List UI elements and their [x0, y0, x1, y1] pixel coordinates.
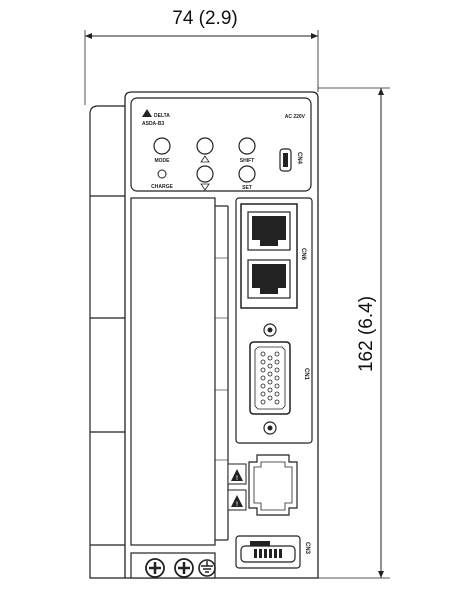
warning-icon [231, 469, 243, 481]
rj45-port-label: CN6 [300, 248, 306, 261]
charge-label: CHARGE [151, 184, 173, 190]
width-dimension: 74 (2.9) [84, 8, 319, 105]
usb-port-label: CN4 [296, 152, 302, 165]
terminal-block [130, 552, 216, 579]
shift-button[interactable] [238, 137, 256, 155]
bottom-connector[interactable]: CN3 [235, 535, 310, 569]
keypad-panel: DELTA ASDA-B3 AC 220V MODE SHIFT CHARGE … [130, 97, 312, 192]
svg-text:!: ! [236, 476, 238, 482]
rj45-ports[interactable]: CN6 [240, 203, 306, 309]
drive-body [124, 91, 319, 579]
power-connector[interactable] [248, 454, 298, 516]
dsub-port-label: CN1 [303, 368, 309, 381]
warning-icon-2 [231, 495, 243, 507]
voltage-label: AC 220V [285, 114, 306, 120]
set-label: SET [242, 185, 252, 191]
connector-panel [235, 197, 313, 444]
side-cover [130, 197, 229, 546]
dsub-connector[interactable]: CN1 [249, 323, 309, 435]
screw-icon-2 [174, 558, 194, 578]
svg-text:!: ! [236, 502, 238, 508]
down-arrow-icon [200, 183, 210, 191]
height-label: 162 (6.4) [356, 296, 377, 372]
brand-label: DELTA [154, 113, 170, 119]
ground-icon [198, 559, 216, 577]
shift-label: SHIFT [240, 158, 254, 164]
delta-logo-icon [142, 109, 152, 117]
up-button[interactable] [196, 137, 214, 155]
mode-button[interactable] [153, 137, 171, 155]
up-arrow-icon [200, 155, 210, 163]
set-button[interactable] [238, 165, 256, 183]
screw-icon [145, 558, 165, 578]
width-label: 74 (2.9) [172, 8, 237, 29]
charge-led [157, 169, 167, 179]
model-label: ASDA-B3 [142, 121, 164, 127]
bottom-port-label: CN3 [304, 542, 310, 555]
mode-label: MODE [155, 158, 171, 164]
down-button[interactable] [196, 165, 214, 183]
warning-labels: ! ! [227, 463, 247, 511]
height-dimension: 162 (6.4) [318, 87, 390, 579]
heatsink-fins [89, 105, 125, 579]
